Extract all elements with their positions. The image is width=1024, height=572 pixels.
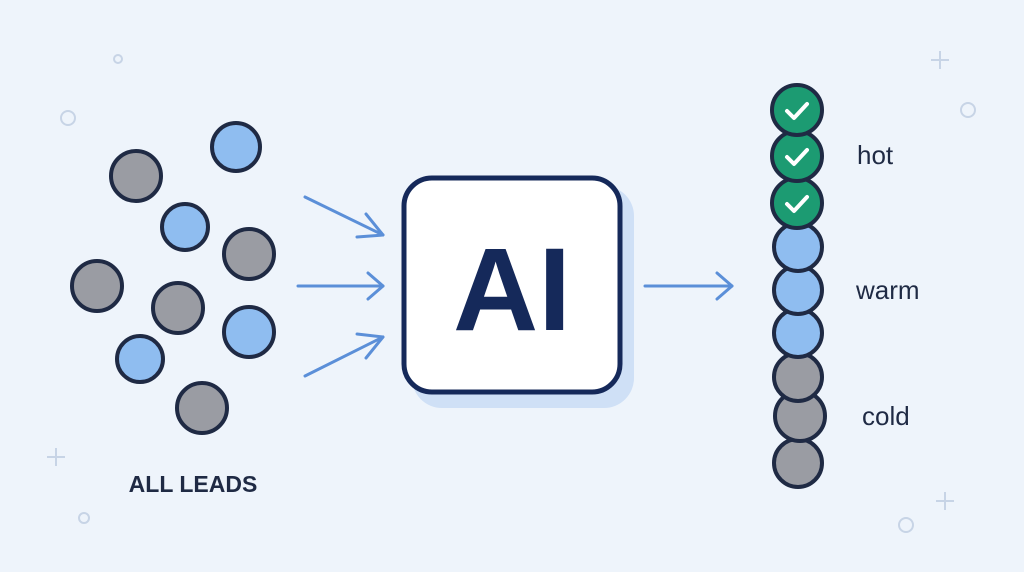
lead-blue <box>115 334 165 384</box>
lead-warm <box>772 221 824 273</box>
lead-gray <box>70 259 124 313</box>
all-leads-label: ALL LEADS <box>129 471 258 497</box>
lead-warm <box>772 307 824 359</box>
lead-gray <box>151 281 205 335</box>
lead-cold <box>772 351 824 403</box>
check-icon <box>785 102 809 120</box>
hot-label: hot <box>857 140 894 170</box>
decorations <box>47 51 976 533</box>
check-icon <box>785 195 809 213</box>
ai-processor: AI <box>401 175 634 408</box>
lead-blue <box>222 305 276 359</box>
lead-gray <box>222 227 276 281</box>
ai-box <box>401 175 623 395</box>
all-leads-cluster <box>70 121 276 435</box>
lead-hot <box>770 129 824 183</box>
check-icon <box>785 148 809 166</box>
plus-icon <box>47 448 65 466</box>
lead-gray <box>175 381 229 435</box>
ring-icon <box>960 102 976 118</box>
warm-label: warm <box>855 275 920 305</box>
arrow-icon <box>303 332 385 378</box>
lead-blue <box>160 202 210 252</box>
input-arrows <box>296 195 385 378</box>
cold-label: cold <box>862 401 910 431</box>
arrow-icon <box>296 271 385 301</box>
lead-gray <box>109 149 163 203</box>
lead-warm <box>772 264 824 316</box>
ring-icon <box>78 512 90 524</box>
hot-checkmarks <box>785 102 809 213</box>
ranked-leads-stack <box>770 83 827 489</box>
ring-icon <box>898 517 914 533</box>
lead-hot <box>770 83 824 137</box>
lead-hot <box>770 176 824 230</box>
arrow-icon <box>303 195 385 239</box>
lead-blue <box>210 121 262 173</box>
plus-icon <box>931 51 949 69</box>
ring-icon <box>113 54 123 64</box>
arrow-icon <box>643 271 734 301</box>
ring-icon <box>60 110 76 126</box>
lead-cold <box>772 437 824 489</box>
ai-label: AI <box>453 224 571 356</box>
plus-icon <box>936 492 954 510</box>
